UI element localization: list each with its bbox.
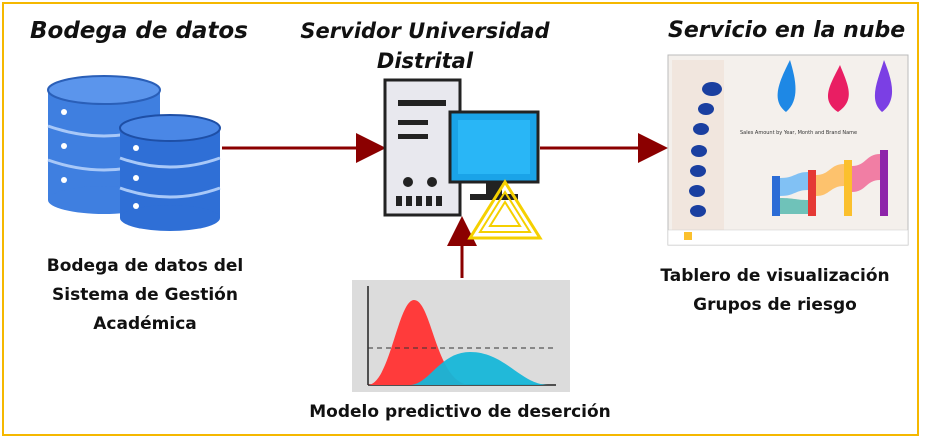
cloud-caption: Tablero de visualización Grupos de riesg…: [660, 266, 890, 315]
diagram-frame: [2, 2, 919, 436]
cloud-title: Servicio en la nube: [668, 18, 906, 43]
predictive-model-plot: [352, 280, 570, 392]
dashboard-screenshot: Sales Amount by Year, Month and Brand Na…: [667, 54, 909, 246]
server-title: Servidor Universidad Distrital: [300, 19, 550, 73]
server-computer-icon: [383, 78, 543, 240]
database-icon: [47, 75, 221, 231]
warehouse-title: Bodega de datos: [30, 18, 248, 44]
warehouse-caption: Bodega de datos del Sistema de Gestión A…: [46, 256, 244, 334]
dashboard-chart-title: Sales Amount by Year, Month and Brand Na…: [740, 130, 857, 136]
model-caption: Modelo predictivo de deserción: [309, 402, 611, 422]
